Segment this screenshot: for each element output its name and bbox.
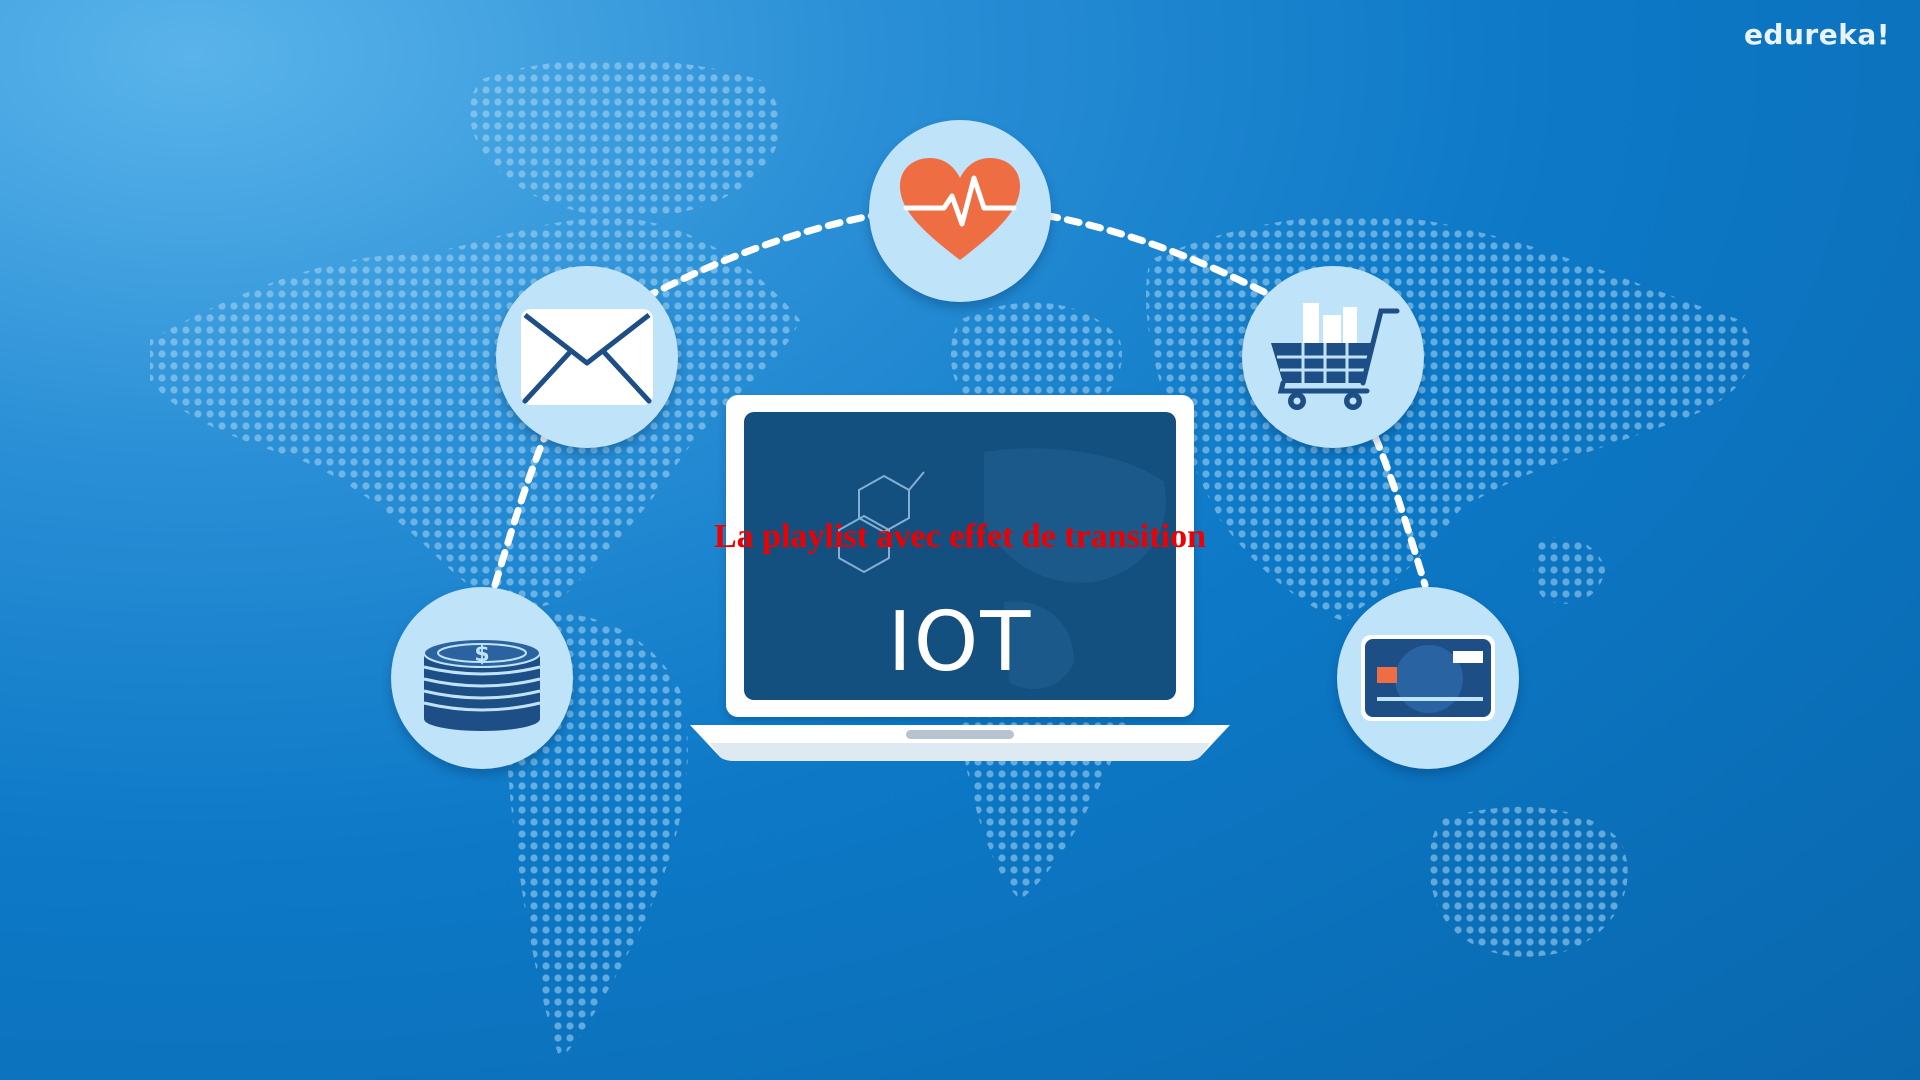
coins-circle: $ — [391, 587, 573, 769]
laptop-screen: IOT — [744, 412, 1176, 700]
coins-icon: $ — [423, 638, 541, 731]
credit-card-icon — [1361, 635, 1495, 721]
heartbeat-circle — [869, 120, 1051, 302]
cart-circle — [1242, 266, 1424, 448]
brand-logo: edureka! — [1743, 18, 1890, 51]
heartbeat-icon — [900, 158, 1020, 260]
laptop: IOT — [690, 395, 1230, 765]
svg-text:$: $ — [474, 642, 489, 667]
laptop-lid: IOT — [726, 395, 1194, 717]
overlay-caption: La playlist avec effet de transition — [714, 518, 1206, 555]
card-circle — [1337, 587, 1519, 769]
screen-title: IOT — [887, 595, 1033, 690]
laptop-base — [690, 725, 1230, 761]
shopping-cart-icon — [1271, 303, 1400, 410]
mail-icon — [521, 309, 653, 405]
screen-decoration — [838, 448, 1166, 690]
mail-circle — [496, 266, 678, 448]
